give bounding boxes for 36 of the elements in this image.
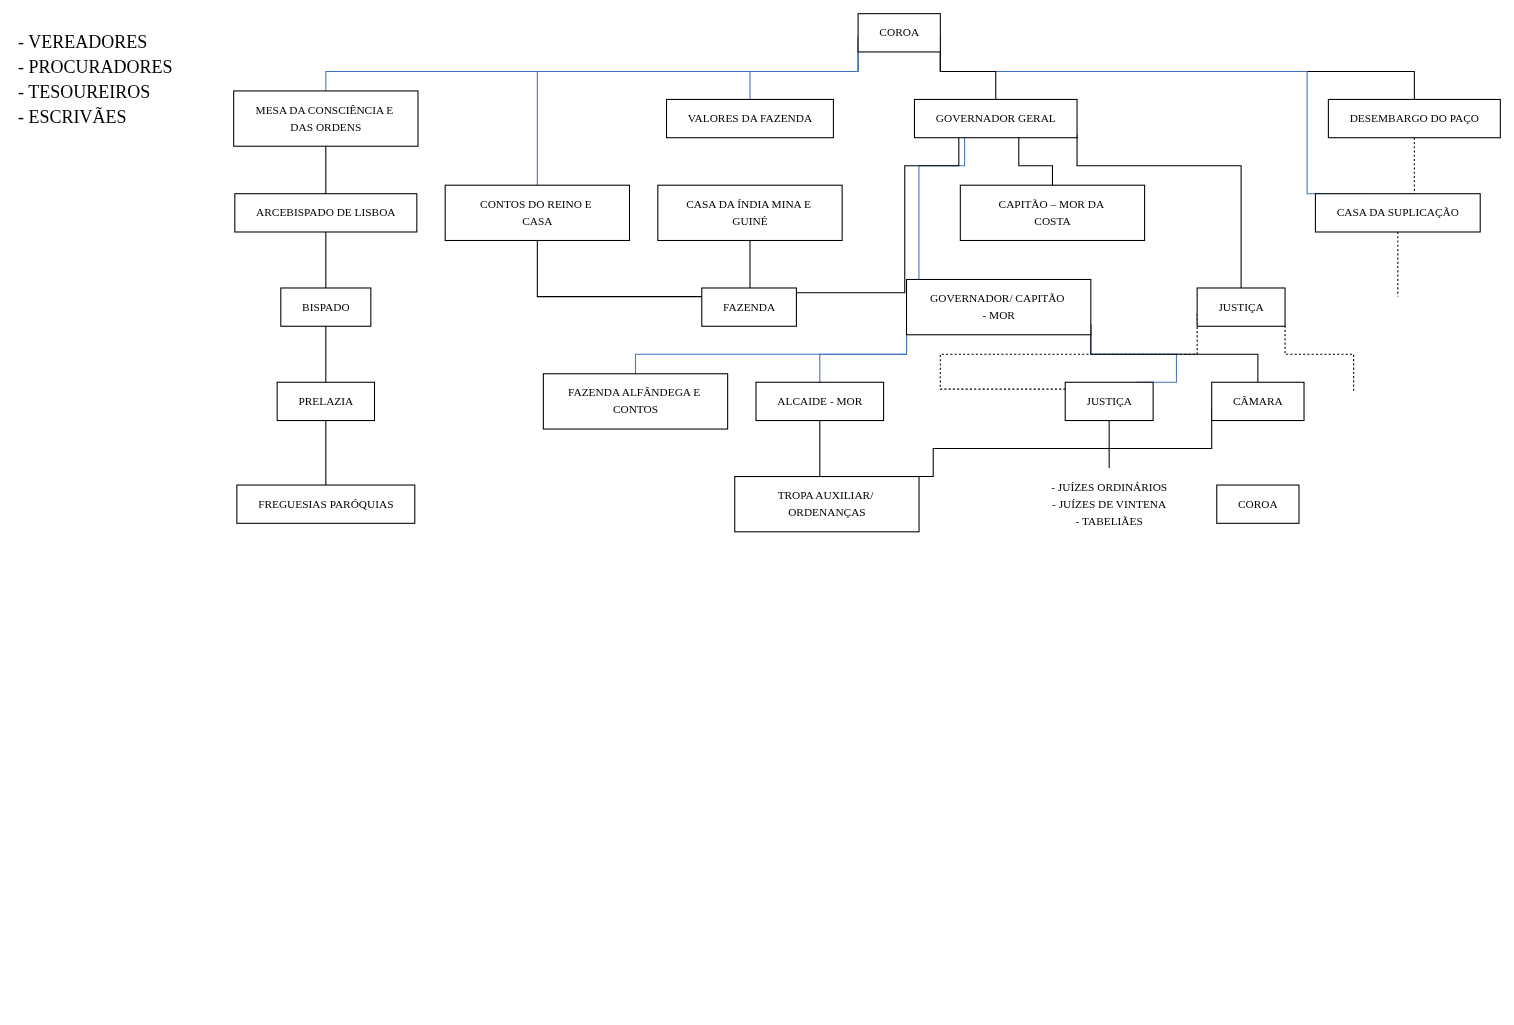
node-box: FREGUESIAS PARÓQUIAS — [236, 484, 416, 524]
node-text: - JUÍZES ORDINÁRIOS - JUÍZES DE VINTENA - TABELIÃES — [1051, 480, 1168, 527]
node-box: ARCEBISPADO DE LISBOA — [234, 193, 418, 233]
node-box: CÂMARA — [1211, 381, 1305, 422]
list-item-text: - TESOUREIROS — [18, 82, 152, 103]
node-box: DESEMBARGO DO PAÇO — [1327, 98, 1501, 139]
connector — [325, 420, 327, 486]
node-box: MESA DA CONSCIÊNCIA E DAS ORDENS — [233, 90, 419, 147]
node-box: CASA DA ÍNDIA MINA E GUINÉ — [657, 184, 843, 242]
node-box: FAZENDA ALFÂNDEGA E CONTOS — [542, 373, 729, 430]
node-box: CASA DA SUPLICAÇÃO — [1314, 193, 1481, 233]
node-box: ALCAIDE - MOR — [755, 381, 885, 422]
connector — [325, 231, 327, 289]
node-box: PRELAZIA — [276, 381, 376, 422]
connector — [325, 145, 327, 195]
connector — [1018, 137, 1053, 186]
connector — [748, 239, 751, 289]
node-box: FAZENDA — [701, 287, 797, 327]
node-box: VALORES DA FAZENDA — [666, 98, 834, 139]
connector — [1108, 420, 1110, 469]
connector — [325, 325, 327, 383]
list-item-text: - ESCRIVÃES — [18, 107, 128, 128]
node-box: JUSTIÇA — [1196, 287, 1286, 327]
node-box: GOVERNADOR GERAL — [913, 98, 1078, 139]
list-item-text: - VEREADORES — [18, 32, 149, 53]
node-box: GOVERNADOR/ CAPITÃO - MOR — [906, 278, 1092, 336]
connector — [1397, 231, 1399, 297]
connector — [1284, 325, 1355, 392]
node-box: COROA — [1216, 484, 1300, 524]
node-box: TROPA AUXILIAR/ ORDENANÇAS — [734, 476, 920, 533]
node-box: CAPITÃO – MOR DA COSTA — [959, 184, 1146, 242]
node-box: BISPADO — [280, 287, 372, 327]
list-item-text: - PROCURADORES — [18, 57, 174, 78]
node-box: JUSTIÇA — [1064, 381, 1154, 422]
node-box: CONTOS DO REINO E CASA — [444, 184, 630, 242]
node-box: COROA — [857, 13, 941, 53]
